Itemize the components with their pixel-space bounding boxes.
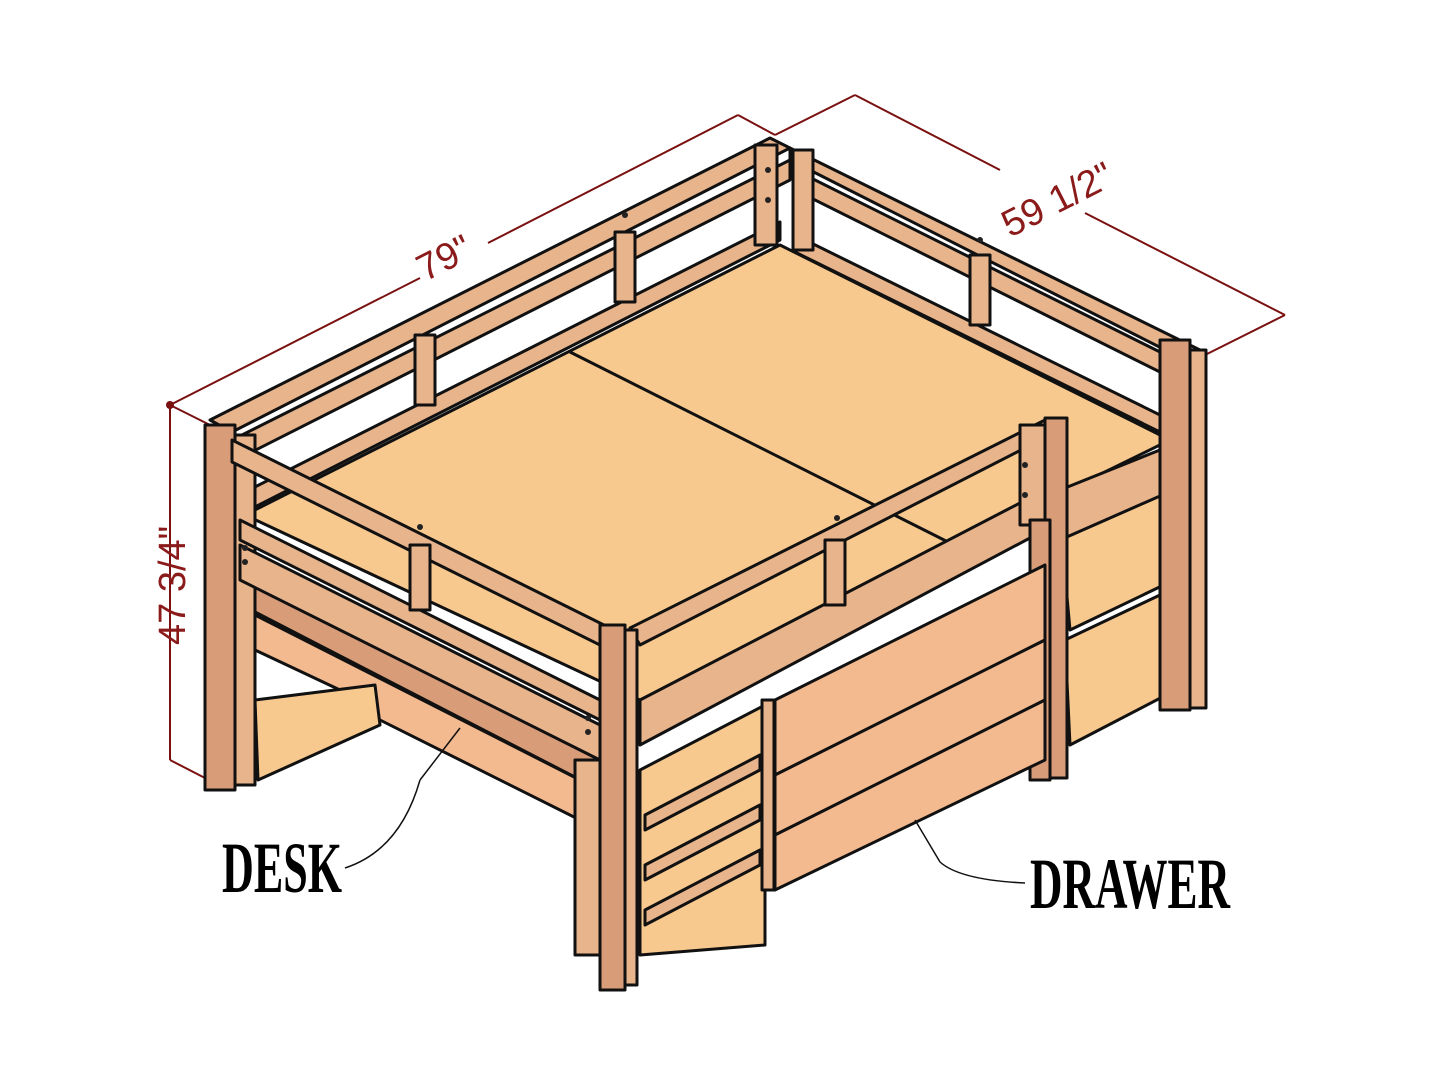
dimension-height: 47 3/4" — [152, 405, 206, 779]
shelf-unit — [638, 698, 776, 957]
drawer-label: DRAWER — [1030, 844, 1231, 924]
desk-label: DESK — [222, 828, 342, 908]
dimension-width-text: 59 1/2" — [995, 155, 1120, 247]
front-corner-post — [598, 623, 639, 992]
bolt-holes — [242, 167, 1028, 735]
front-left-post — [203, 423, 257, 792]
desk — [253, 583, 602, 957]
dimension-length-text: 79" — [410, 227, 479, 290]
drawer-unit — [773, 563, 1047, 892]
dimension-height-text: 47 3/4" — [152, 526, 194, 645]
front-guardrail — [230, 416, 1069, 782]
side-shelves — [1058, 338, 1208, 747]
back-guardrail — [208, 136, 1202, 514]
